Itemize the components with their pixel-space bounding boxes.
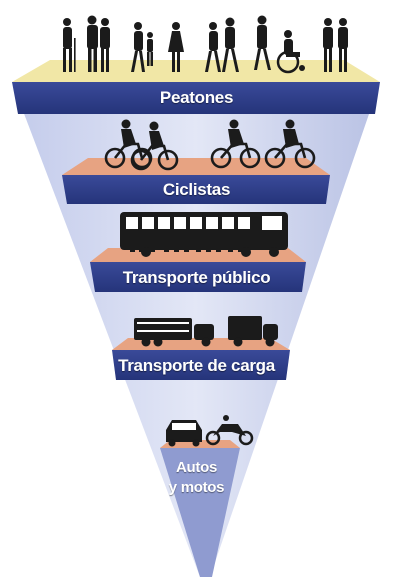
cyclists-band	[62, 175, 330, 204]
trucks-icon	[134, 316, 278, 347]
cyclists-label: Ciclistas	[162, 180, 231, 199]
car-motorcycle-icon	[166, 415, 254, 447]
cargo-transport-label: Transporte de carga	[118, 356, 275, 375]
pedestrians-band	[12, 82, 380, 114]
pedestrians-label: Peatones	[159, 88, 234, 107]
cyclists-icon	[104, 119, 316, 171]
bus-icon	[120, 212, 288, 257]
cyclists-floor	[62, 158, 330, 175]
cargo-transport-band	[112, 350, 290, 380]
public-transport-band	[90, 262, 306, 292]
cars-label-line1: Autos	[176, 459, 217, 476]
cars-label-line2: y motos	[168, 479, 225, 496]
cars-band	[160, 448, 240, 577]
pedestrians-icon	[63, 15, 348, 74]
public-transport-label: Transporte público	[122, 268, 271, 287]
